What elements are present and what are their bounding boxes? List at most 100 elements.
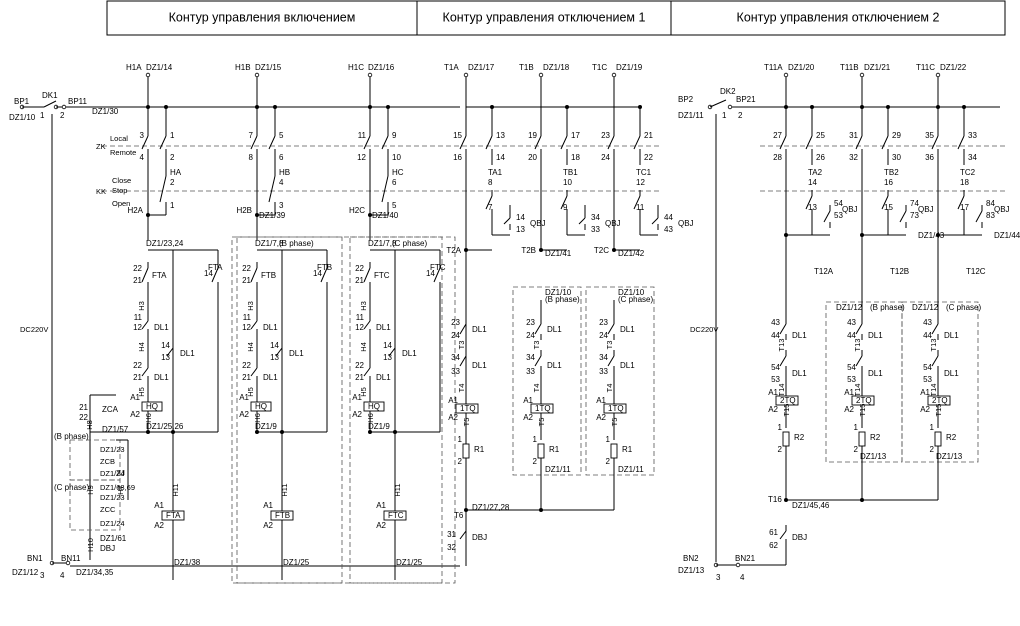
dl1-label: DL1 (547, 325, 562, 334)
header-trip-circuit-1: Контур управления отключением 1 (443, 10, 646, 24)
term: A2 (448, 413, 458, 422)
phase-head-ref: DZ1/7,8 (255, 239, 284, 248)
term: 14 (383, 341, 392, 350)
term: 14 (270, 341, 279, 350)
term: 7 (249, 131, 254, 140)
term: 25 (816, 131, 825, 140)
contact-blade (855, 355, 863, 367)
dl1-label: DL1 (263, 373, 278, 382)
dbj-label-1: DBJ (472, 533, 487, 542)
contact-blade (363, 367, 371, 377)
trip-bottom-ref: DZ1/41 (545, 249, 572, 258)
dl1-label: DL1 (472, 325, 487, 334)
term: 44 (771, 331, 780, 340)
wire-t4: T4 (605, 384, 614, 393)
contact-blade (141, 320, 149, 330)
contact-blade (250, 135, 258, 150)
bn11-ref: DZ1/34,35 (76, 568, 114, 577)
trip-bottom-label: T2C (594, 246, 609, 255)
contact-blade (534, 323, 542, 335)
term: A2 (844, 405, 854, 414)
term: 15 (453, 131, 462, 140)
term: A2 (263, 521, 273, 530)
term: 14 (496, 153, 505, 162)
contact-blade (560, 195, 568, 210)
term: 24 (451, 331, 460, 340)
contact-blade (534, 135, 542, 150)
trip-top-ref: DZ1/17 (468, 63, 495, 72)
term: 20 (528, 153, 537, 162)
mid-ref: DZ1/9 (368, 422, 390, 431)
term: 54 (923, 363, 932, 372)
dbj-ref61: DZ1/61 (100, 534, 127, 543)
bc-phase-frame (231, 236, 443, 584)
zj-label: ZJ (116, 469, 125, 478)
trip2-bottom-ref: DZ1/13 (860, 452, 887, 461)
bp11-label: BP11 (68, 97, 88, 106)
contact-blade (957, 135, 965, 150)
junction-dot (368, 430, 372, 434)
term: 21 (242, 276, 251, 285)
contact-blade (805, 195, 813, 210)
term: 12 (636, 178, 645, 187)
close-bottom-label: H2B (236, 206, 252, 215)
term: 2 (170, 153, 175, 162)
terminal-label: 3 (716, 573, 721, 582)
term: 21 (133, 373, 142, 382)
wire-t14: T14 (929, 384, 938, 397)
ft-coil-label: FTA (166, 511, 181, 520)
dl1-label: DL1 (792, 369, 807, 378)
contact-blade (975, 210, 983, 223)
term: 31 (447, 530, 456, 539)
close-top-ref: DZ1/14 (146, 63, 173, 72)
ft-coil-label: FTC (388, 511, 404, 520)
wire-h5: H5 (137, 387, 146, 397)
wire-h11: H11 (280, 483, 289, 496)
dbj-label: DBJ (100, 544, 115, 553)
term: 21 (355, 373, 364, 382)
hq-coil (363, 401, 385, 412)
trip1-phase-frame (512, 286, 582, 476)
bn1-label: BN1 (27, 554, 43, 563)
term: 13 (383, 353, 392, 362)
junction-dot (255, 430, 259, 434)
resistor (537, 443, 545, 459)
resistor-label: R1 (549, 445, 560, 454)
dk2-switch (709, 99, 727, 108)
header-table: Контур управления включением Контур упра… (106, 0, 1006, 36)
term: 23 (601, 131, 610, 140)
trip2-head-ref: DZ1/12 (836, 303, 863, 312)
dl1-label: DL1 (472, 361, 487, 370)
trip2-head-ref: DZ1/12 (912, 303, 939, 312)
tq-coil (775, 395, 799, 406)
term: 83 (986, 211, 995, 220)
close-label: Close (112, 176, 131, 185)
terminal-label: 4 (740, 573, 745, 582)
term: 1 (854, 423, 859, 432)
qbj-label: QBJ (678, 219, 694, 228)
term: 44 (664, 213, 673, 222)
terminal-point (727, 104, 733, 110)
wire-h6: H6 (144, 413, 153, 423)
term: 22 (242, 361, 251, 370)
wire-t14: T14 (777, 384, 786, 397)
term: 53 (923, 375, 932, 384)
trip2-section-label: T12A (814, 267, 834, 276)
close-bottom-ref: DZ1/40 (372, 211, 399, 220)
trip-top-label: T1B (519, 63, 534, 72)
term: 3 (279, 201, 284, 210)
term: 16 (453, 153, 462, 162)
contact-blade (957, 195, 965, 210)
term: 1 (606, 435, 611, 444)
contact-blade (578, 217, 586, 225)
term: 44 (847, 331, 856, 340)
term: 22 (79, 413, 88, 422)
dl1-label: DL1 (547, 361, 562, 370)
stop-label: Stop (112, 186, 127, 195)
contact-blade (607, 355, 615, 367)
zcb-ref1: DZ1/23 (100, 445, 125, 454)
trip2-phase-label: (C phase) (946, 303, 981, 312)
term: 22 (355, 361, 364, 370)
term: 34 (591, 213, 600, 222)
